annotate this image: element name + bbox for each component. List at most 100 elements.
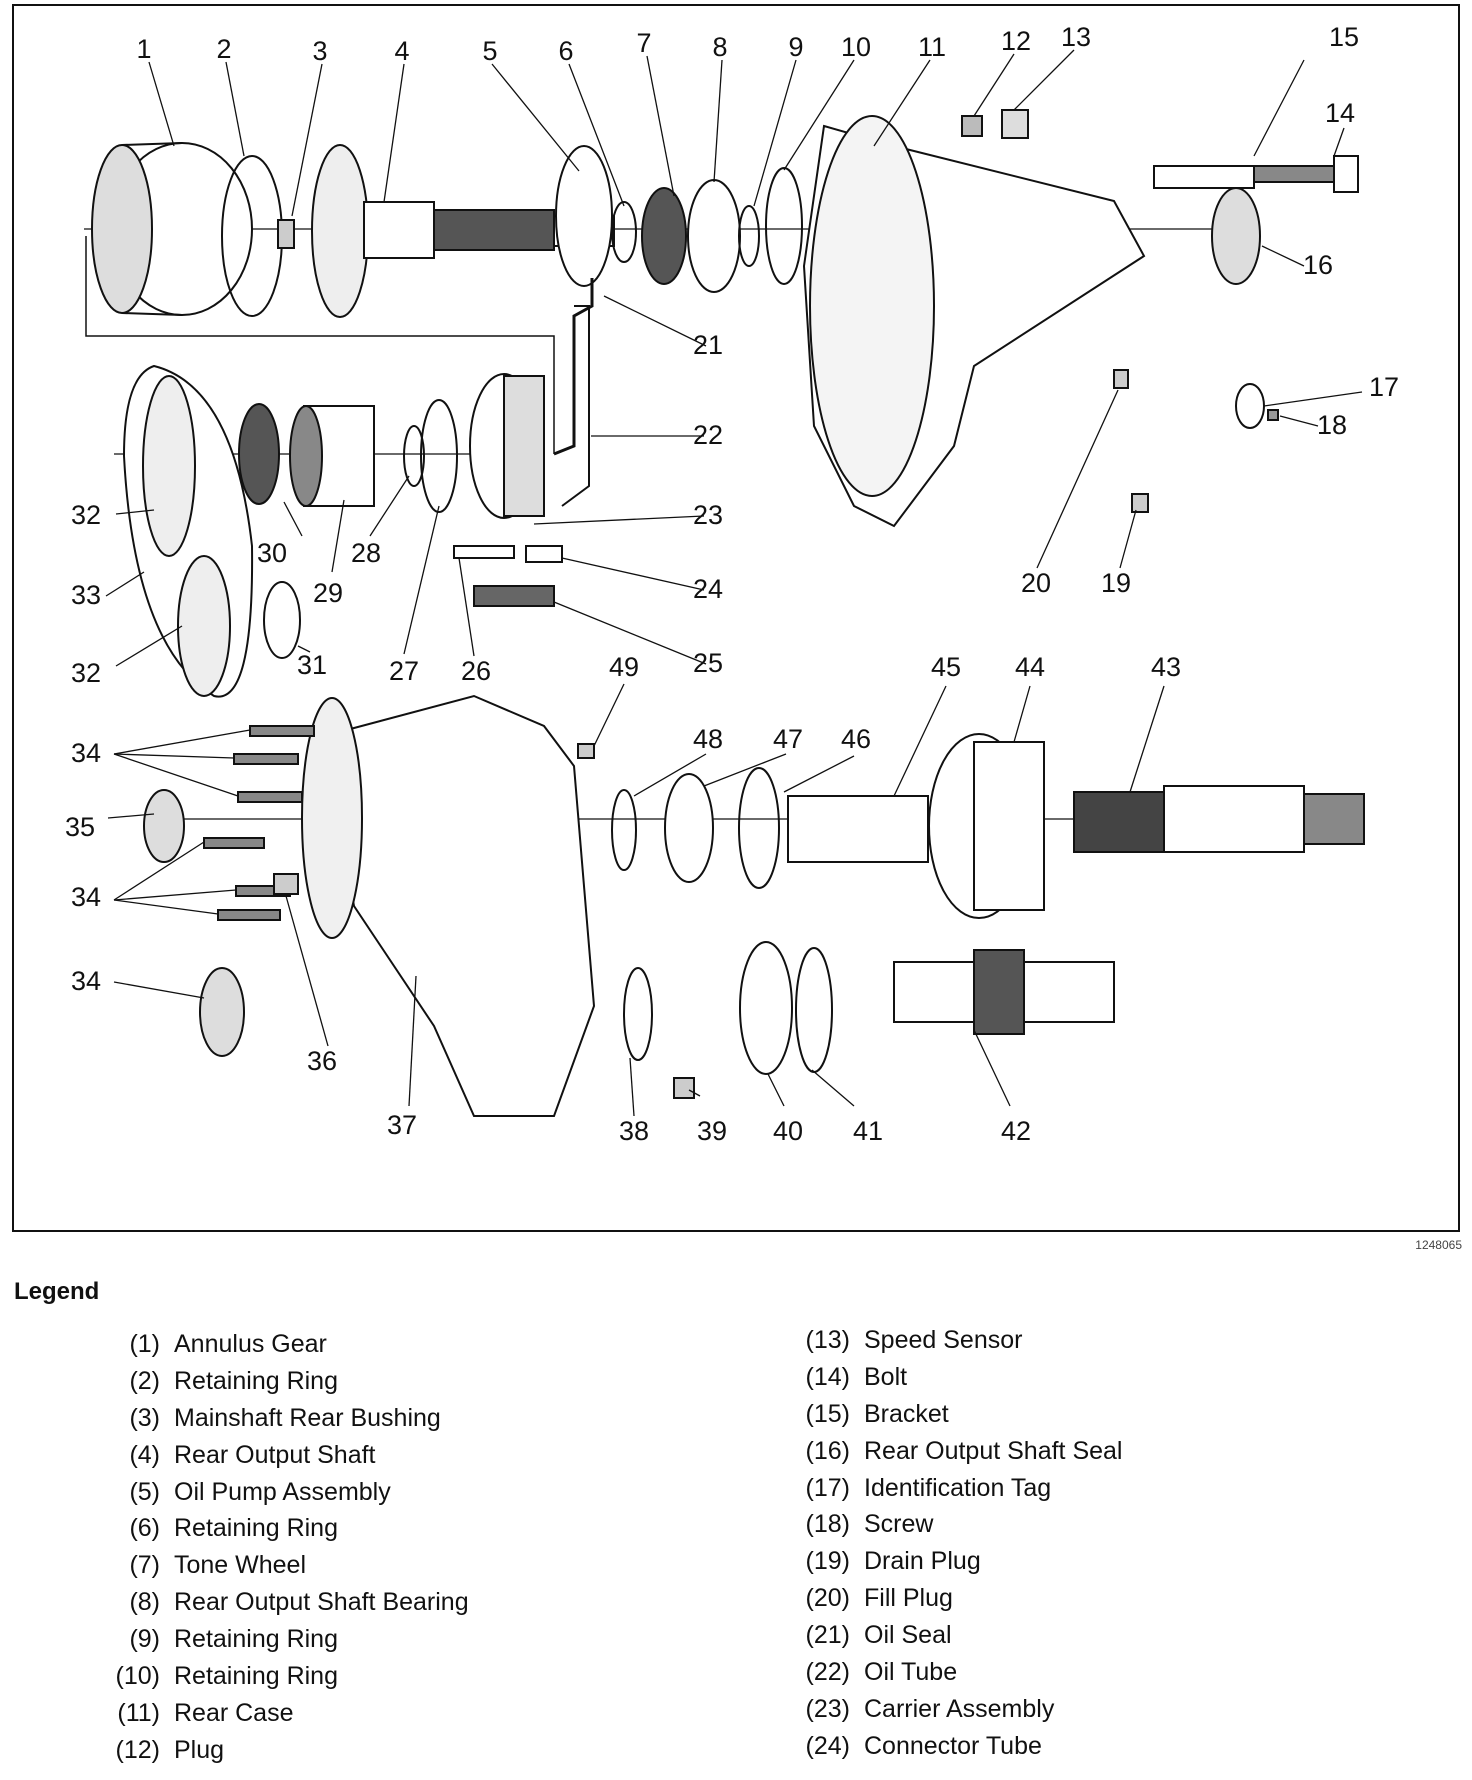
- callout-45: 45: [931, 652, 961, 682]
- front-case: [301, 694, 596, 1117]
- callout-3: 3: [312, 36, 327, 66]
- callout-29: 29: [313, 578, 343, 608]
- legend-item-number: (10): [115, 1662, 160, 1691]
- callout-26: 26: [461, 656, 491, 686]
- callout-37: 37: [387, 1110, 417, 1140]
- legend-item-number: (11): [117, 1698, 160, 1727]
- legend-item-name: Bolt: [864, 1362, 908, 1391]
- legend-item-name: Bracket: [864, 1399, 949, 1428]
- callout-31: 31: [297, 650, 327, 680]
- callout-27: 27: [389, 656, 419, 686]
- callout-28: 28: [351, 538, 381, 568]
- callout-34: 34: [71, 882, 101, 912]
- callout-43: 43: [1151, 652, 1181, 682]
- legend-item-name: Fill Plug: [864, 1584, 953, 1613]
- callout-36: 36: [307, 1046, 337, 1076]
- callout-5: 5: [482, 36, 497, 66]
- legend-item-number: (20): [805, 1584, 850, 1613]
- legend-item-number: (22): [805, 1658, 850, 1687]
- callout-16: 16: [1303, 250, 1333, 280]
- legend-item-name: Plug: [174, 1735, 225, 1764]
- legend-item-name: Oil Pump Assembly: [174, 1477, 391, 1506]
- legend-item-name: Oil Seal: [864, 1621, 952, 1650]
- legend-item-number: (6): [129, 1514, 160, 1543]
- rear-case: [802, 115, 1146, 528]
- legend-item-name: Rear Output Shaft Bearing: [174, 1588, 469, 1617]
- callout-19: 19: [1101, 568, 1131, 598]
- legend-item-name: Tone Wheel: [174, 1551, 307, 1580]
- callout-32: 32: [71, 500, 101, 530]
- legend-item-name: Annulus Gear: [174, 1330, 327, 1358]
- callout-4: 4: [394, 36, 409, 66]
- callout-11: 11: [918, 32, 946, 62]
- callout-18: 18: [1317, 410, 1347, 440]
- legend-item-name: Speed Sensor: [864, 1326, 1023, 1354]
- legend-item-number: (7): [129, 1551, 160, 1580]
- leader-lines: [105, 49, 1363, 1117]
- legend-item-number: (3): [129, 1403, 160, 1432]
- callout-35: 35: [65, 812, 95, 842]
- legend-item-number: (12): [115, 1735, 160, 1764]
- annulus-gear: [91, 142, 253, 316]
- legend-item-name: Rear Output Shaft Seal: [864, 1436, 1123, 1465]
- callout-38: 38: [619, 1116, 649, 1146]
- callout-49: 49: [609, 652, 639, 682]
- callout-48: 48: [693, 724, 723, 754]
- callout-1: 1: [136, 34, 151, 64]
- callout-23: 23: [693, 500, 723, 530]
- callout-44: 44: [1015, 652, 1045, 682]
- part-drawings: [84, 109, 1365, 1117]
- legend-item-number: (2): [129, 1366, 160, 1395]
- legend-item-name: Retaining Ring: [174, 1514, 338, 1543]
- legend-item-number: (23): [805, 1694, 850, 1723]
- legend-title: Legend: [14, 1278, 100, 1305]
- callout-41: 41: [853, 1116, 883, 1146]
- legend-item-name: Screw: [864, 1510, 934, 1539]
- callout-34: 34: [71, 738, 101, 768]
- diagram-canvas: 1234567891011121314151617181920212223242…: [65, 22, 1399, 1146]
- legend-item-name: Connector Tube: [864, 1731, 1042, 1760]
- callout-7: 7: [636, 28, 651, 58]
- callout-21: 21: [693, 330, 723, 360]
- callout-32: 32: [71, 658, 101, 688]
- callout-12: 12: [1001, 26, 1031, 56]
- legend-item-number: (24): [805, 1731, 850, 1760]
- legend-item-name: Drain Plug: [864, 1547, 981, 1576]
- legend-item-name: Identification Tag: [864, 1473, 1052, 1502]
- legend-item-name: Oil Tube: [864, 1658, 958, 1687]
- callout-30: 30: [257, 538, 287, 568]
- callout-40: 40: [773, 1116, 803, 1146]
- legend-item-number: (18): [805, 1510, 850, 1539]
- legend-item-number: (17): [805, 1473, 850, 1502]
- legend-item-number: (15): [805, 1399, 850, 1428]
- drive-chain: [122, 364, 254, 698]
- legend-item-name: Rear Case: [174, 1698, 294, 1727]
- legend-item-name: Carrier Assembly: [864, 1694, 1055, 1723]
- callout-25: 25: [693, 648, 723, 678]
- callout-24: 24: [693, 574, 723, 604]
- callout-20: 20: [1021, 568, 1051, 598]
- callout-14: 14: [1325, 98, 1355, 128]
- legend-item-name: Rear Output Shaft: [174, 1440, 376, 1469]
- legend-item-name: Retaining Ring: [174, 1662, 338, 1691]
- legend-item-number: (9): [129, 1625, 160, 1654]
- legend-item-number: (14): [805, 1362, 850, 1391]
- legend-item-number: (13): [805, 1326, 850, 1354]
- callout-22: 22: [693, 420, 723, 450]
- legend-item-name: Retaining Ring: [174, 1625, 338, 1654]
- callout-2: 2: [216, 34, 231, 64]
- legend-item-number: (1): [129, 1330, 160, 1358]
- legend-item-number: (21): [805, 1621, 850, 1650]
- legend-item-number: (4): [129, 1440, 160, 1469]
- callout-15: 15: [1329, 22, 1359, 52]
- legend-item-number: (16): [805, 1436, 850, 1465]
- legend-item-number: (19): [805, 1547, 850, 1576]
- callout-47: 47: [773, 724, 803, 754]
- callout-39: 39: [697, 1116, 727, 1146]
- legend-item-number: (8): [129, 1588, 160, 1617]
- legend-item-name: Retaining Ring: [174, 1366, 338, 1395]
- callout-46: 46: [841, 724, 871, 754]
- legend-item-name: Mainshaft Rear Bushing: [174, 1403, 441, 1432]
